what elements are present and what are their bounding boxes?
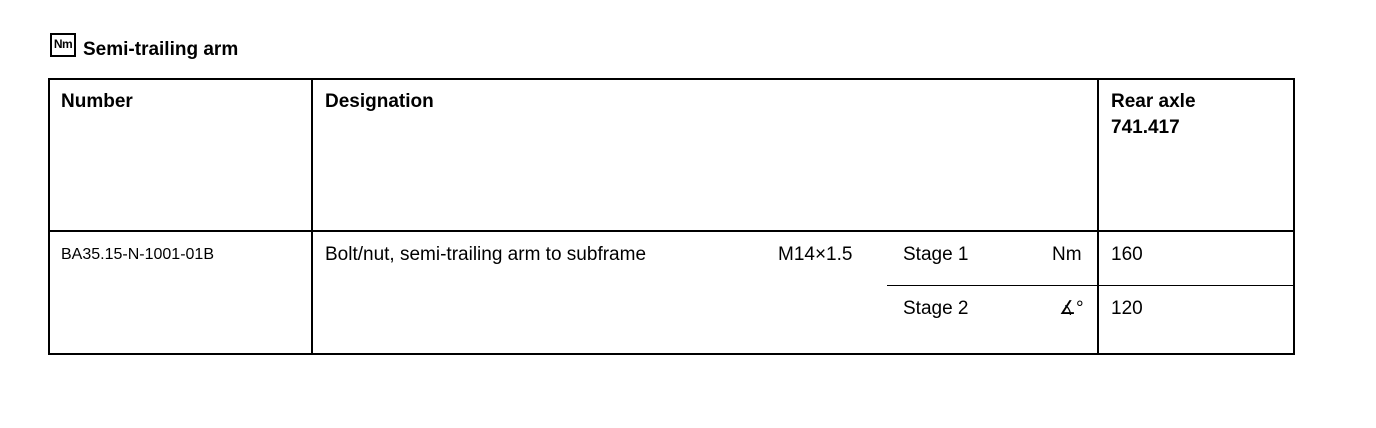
header-designation: Designation <box>325 91 434 112</box>
torque-spec-table: Number Designation Rear axle 741.417 BA3… <box>48 78 1295 355</box>
stage-2-value: 120 <box>1111 298 1143 319</box>
header-divider <box>50 230 1293 232</box>
stage-2-label: Stage 2 <box>903 298 969 319</box>
stage-2-angle-unit: ∡° <box>1059 298 1084 319</box>
header-number: Number <box>61 91 133 112</box>
header-rear-axle-model: 741.417 <box>1111 117 1180 138</box>
row-number: BA35.15-N-1001-01B <box>61 246 214 263</box>
torque-nm-icon: Nm <box>50 33 76 57</box>
stage-1-label: Stage 1 <box>903 244 969 265</box>
header-rear-axle: Rear axle <box>1111 91 1196 112</box>
section-title: Semi-trailing arm <box>83 39 239 60</box>
stage-1-unit: Nm <box>1052 244 1082 265</box>
stage-1-value: 160 <box>1111 244 1143 265</box>
row-designation: Bolt/nut, semi-trailing arm to subframe <box>325 244 647 265</box>
column-divider <box>311 80 313 353</box>
section-heading: Nm Semi-trailing arm <box>50 33 238 61</box>
stage-divider <box>887 285 1293 286</box>
row-thread-size: M14×1.5 <box>778 244 853 265</box>
column-divider <box>1097 80 1099 353</box>
